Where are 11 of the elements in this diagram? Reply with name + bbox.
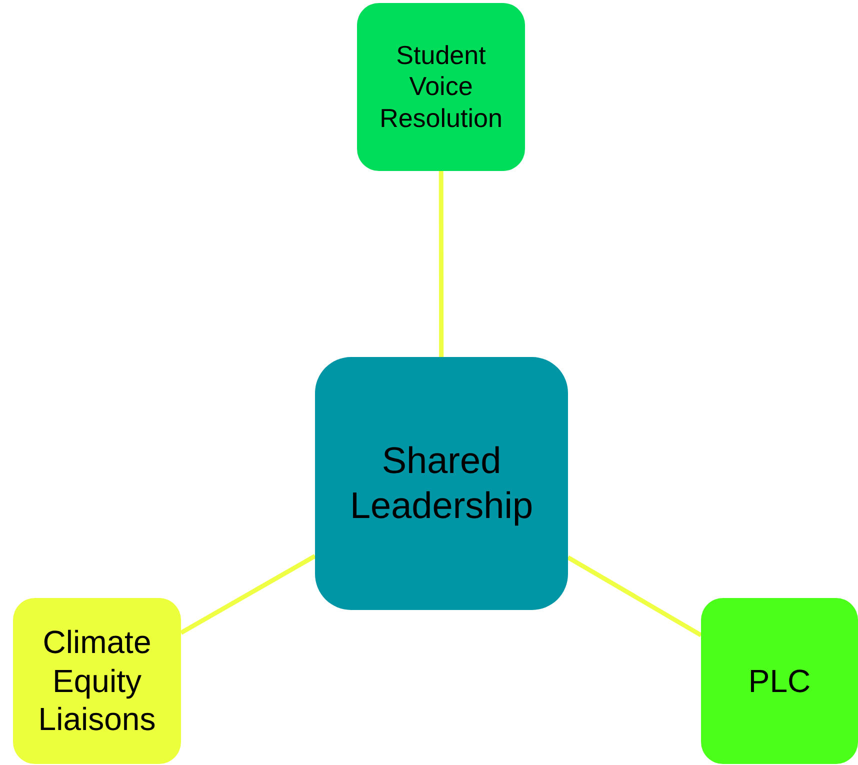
rounded-box [701, 598, 858, 764]
node-label: Student Voice Resolution [378, 40, 504, 134]
connector-line [438, 171, 444, 357]
rounded-box [315, 357, 568, 610]
connector-line [180, 554, 316, 635]
node-label: Climate Equity Liaisons [37, 623, 157, 739]
rounded-box [13, 598, 181, 764]
node-label: PLC [748, 662, 811, 700]
node-label: Shared Leadership [348, 439, 534, 528]
rounded-box [357, 3, 525, 171]
connector-line [566, 555, 702, 638]
